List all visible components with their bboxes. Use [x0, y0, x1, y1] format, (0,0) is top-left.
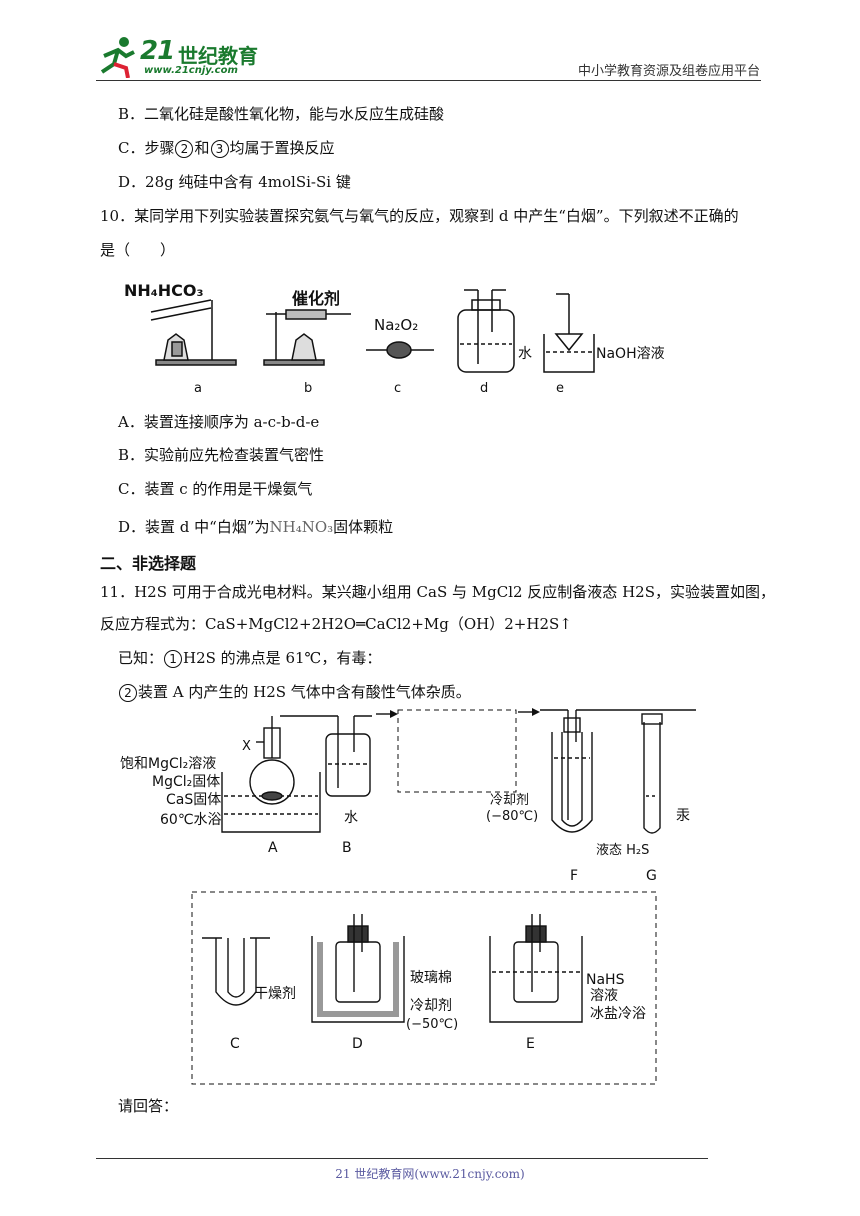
- q11-apparatus-figure: X 饱和MgCl₂溶液 MgCl₂固体 CaS固体 60℃水浴 A 水 B 冷却…: [120, 708, 696, 1085]
- tag-F: F: [570, 868, 578, 884]
- q9-c-pre: C．步骤: [118, 139, 175, 157]
- label-water-bath: 60℃水浴: [160, 812, 222, 828]
- label-cas-solid: CaS固体: [166, 792, 221, 808]
- site-logo: 21 世纪教育 www.21cnjy.com: [96, 34, 266, 80]
- known-2-marker: 2: [119, 684, 137, 702]
- tag-G: G: [646, 868, 657, 884]
- q9-option-d: D．28g 纯硅中含有 4molSi-Si 键: [118, 173, 351, 191]
- apparatus-e: [543, 293, 595, 373]
- step-3-marker: 3: [210, 140, 229, 158]
- label-ice-salt-bath: 冰盐冷浴: [590, 1006, 646, 1022]
- q10-d-pre: D．装置 d 中“白烟”为: [118, 518, 270, 536]
- q10-option-a: A．装置连接顺序为 a-c-b-d-e: [118, 413, 320, 431]
- tag-b: b: [304, 381, 312, 396]
- apparatus-b: [263, 309, 351, 366]
- missing-apparatus-box: [397, 709, 517, 793]
- tag-E: E: [526, 1036, 535, 1052]
- apparatus-B: [325, 715, 372, 797]
- label-liquid-h2s: 液态 H₂S: [596, 843, 649, 858]
- label-coolant-D-temp: (−50℃): [406, 1017, 458, 1032]
- options-box: [191, 891, 657, 1085]
- logo-text: 世纪教育: [178, 44, 258, 68]
- footer-divider: [96, 1158, 708, 1159]
- reagent-c-label: Na₂O₂: [374, 316, 418, 334]
- nh4no3-formula: NH₄NO₃: [269, 518, 334, 536]
- apparatus-c: [366, 341, 434, 359]
- q10-stem-line1: 10．某同学用下列实验装置探究氨气与氧气的反应，观察到 d 中产生“白烟”。下列…: [100, 207, 739, 225]
- q9-option-b: B．二氧化硅是酸性氧化物，能与水反应生成硅酸: [118, 105, 445, 123]
- label-nahs: NaHS: [586, 972, 625, 988]
- label-coolant-F-temp: (−80℃): [486, 809, 538, 824]
- tag-D: D: [352, 1036, 363, 1052]
- logo-number: 21: [140, 36, 175, 66]
- q11-stem-line1: 11．H2S 可用于合成光电材料。某兴趣小组用 CaS 与 MgCl2 反应制备…: [100, 583, 775, 601]
- q11-known1-text: H2S 的沸点是 61℃，有毒：: [183, 649, 382, 667]
- footer-text: 21 世纪教育网(www.21cnjy.com): [335, 1167, 525, 1181]
- step-2-marker: 2: [175, 140, 194, 158]
- label-desiccant: 干燥剂: [254, 986, 296, 1002]
- reagent-a-label: NH₄HCO₃: [124, 281, 204, 300]
- tag-c: c: [394, 381, 401, 396]
- apparatus-A: [221, 715, 338, 833]
- tag-a: a: [194, 381, 202, 396]
- q10-d-post: 固体颗粒: [333, 518, 394, 536]
- q10-option-c: C．装置 c 的作用是干燥氨气: [118, 480, 313, 498]
- tag-d: d: [480, 381, 488, 396]
- reagent-b-label: 催化剂: [292, 289, 340, 308]
- label-coolant-D: 冷却剂: [410, 998, 452, 1014]
- apparatus-G: [641, 713, 663, 834]
- logo-url: www.21cnjy.com: [144, 65, 238, 76]
- apparatus-F: [540, 709, 696, 833]
- apparatus-E: [489, 914, 583, 1023]
- apparatus-D: [311, 914, 405, 1023]
- label-sat-mgcl2: 饱和MgCl₂溶液: [120, 756, 216, 772]
- apparatus-C: [202, 937, 270, 1006]
- q11-stem-line2: 反应方程式为：CaS+MgCl2+2H2O═CaCl2+Mg（OH）2+H2S↑: [100, 615, 572, 633]
- q9-c-post: 均属于置换反应: [229, 139, 335, 157]
- label-water-B: 水: [344, 810, 358, 826]
- q11-known-pre: 已知：: [118, 649, 164, 667]
- header-divider: [96, 80, 761, 81]
- tag-e: e: [556, 381, 564, 396]
- label-e-naoh: NaOH溶液: [596, 346, 665, 362]
- apparatus-d: [457, 289, 515, 373]
- tag-C: C: [230, 1036, 240, 1052]
- label-mercury: 汞: [676, 808, 690, 824]
- q10-apparatus-figure: NH₄HCO₃ a 催化剂 b Na₂O₂ c 水 d NaOH溶液 e: [124, 281, 665, 396]
- header-platform-text: 中小学教育资源及组卷应用平台: [577, 64, 760, 79]
- runner-logo-icon: [100, 37, 135, 78]
- q10-option-b: B．实验前应先检查装置气密性: [118, 446, 325, 464]
- label-d-water: 水: [518, 346, 532, 362]
- q10-stem-line2: 是（ ）: [100, 241, 176, 259]
- label-glass-wool: 玻璃棉: [410, 969, 452, 986]
- apparatus-a: [150, 299, 237, 366]
- label-mgcl2-solid: MgCl₂固体: [152, 774, 220, 790]
- q9-c-mid: 和: [194, 139, 210, 157]
- tag-A: A: [268, 840, 278, 856]
- q11-please-answer: 请回答：: [118, 1097, 179, 1115]
- q10-option-d: D．装置 d 中“白烟”为NH₄NO₃固体颗粒: [118, 517, 393, 537]
- section-heading-nonchoice: 二、非选择题: [100, 554, 197, 573]
- q11-known2-text: 装置 A 内产生的 H2S 气体中含有酸性气体杂质。: [138, 683, 471, 701]
- label-solution: 溶液: [590, 988, 618, 1004]
- label-x: X: [242, 739, 251, 754]
- label-coolant-F: 冷却剂: [490, 793, 529, 808]
- tag-B: B: [342, 840, 352, 856]
- known-1-marker: 1: [164, 650, 183, 668]
